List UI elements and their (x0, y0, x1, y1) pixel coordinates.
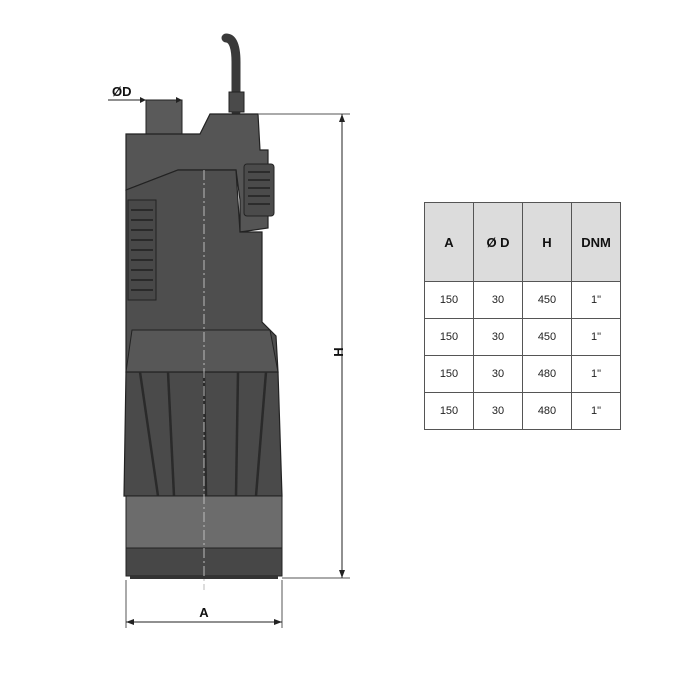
dimension-h: H (258, 113, 350, 579)
cell-a: 150 (424, 355, 474, 393)
specs-header-row: A Ø D H DNM (424, 202, 621, 282)
cell-a: 150 (424, 318, 474, 356)
cell-diameter: 30 (473, 392, 523, 430)
table-row: 150 30 480 1" (424, 355, 621, 393)
shoulder-band (125, 329, 279, 373)
cell-h: 480 (522, 392, 572, 430)
dimension-a: A (125, 580, 283, 628)
cell-dnm: 1" (571, 392, 621, 430)
specs-table: A Ø D H DNM 150 30 450 1" 150 30 450 1" … (424, 202, 621, 430)
cell-diameter: 30 (473, 318, 523, 356)
cell-h: 450 (522, 281, 572, 319)
cell-h: 480 (522, 355, 572, 393)
cell-dnm: 1" (571, 355, 621, 393)
header-dnm: DNM (571, 202, 621, 282)
cable-gland (228, 91, 245, 113)
header-h: H (522, 202, 572, 282)
table-row: 150 30 450 1" (424, 281, 621, 319)
left-grip-ribs (131, 209, 153, 291)
cell-dnm: 1" (571, 281, 621, 319)
dimension-d: ØD (108, 84, 182, 103)
table-row: 150 30 450 1" (424, 318, 621, 356)
dimension-d-label: ØD (112, 84, 132, 99)
dimension-a-label: A (199, 605, 209, 620)
power-cable (221, 33, 241, 117)
header-a: A (424, 202, 474, 282)
cell-a: 150 (424, 392, 474, 430)
cell-h: 450 (522, 318, 572, 356)
cell-diameter: 30 (473, 281, 523, 319)
discharge-outlet (145, 99, 183, 135)
cell-a: 150 (424, 281, 474, 319)
table-row: 150 30 480 1" (424, 392, 621, 430)
base-foot (130, 576, 278, 579)
cell-dnm: 1" (571, 318, 621, 356)
dimension-h-label: H (331, 347, 346, 356)
right-grip-ribs (248, 171, 270, 205)
header-diameter: Ø D (473, 202, 523, 282)
cell-diameter: 30 (473, 355, 523, 393)
